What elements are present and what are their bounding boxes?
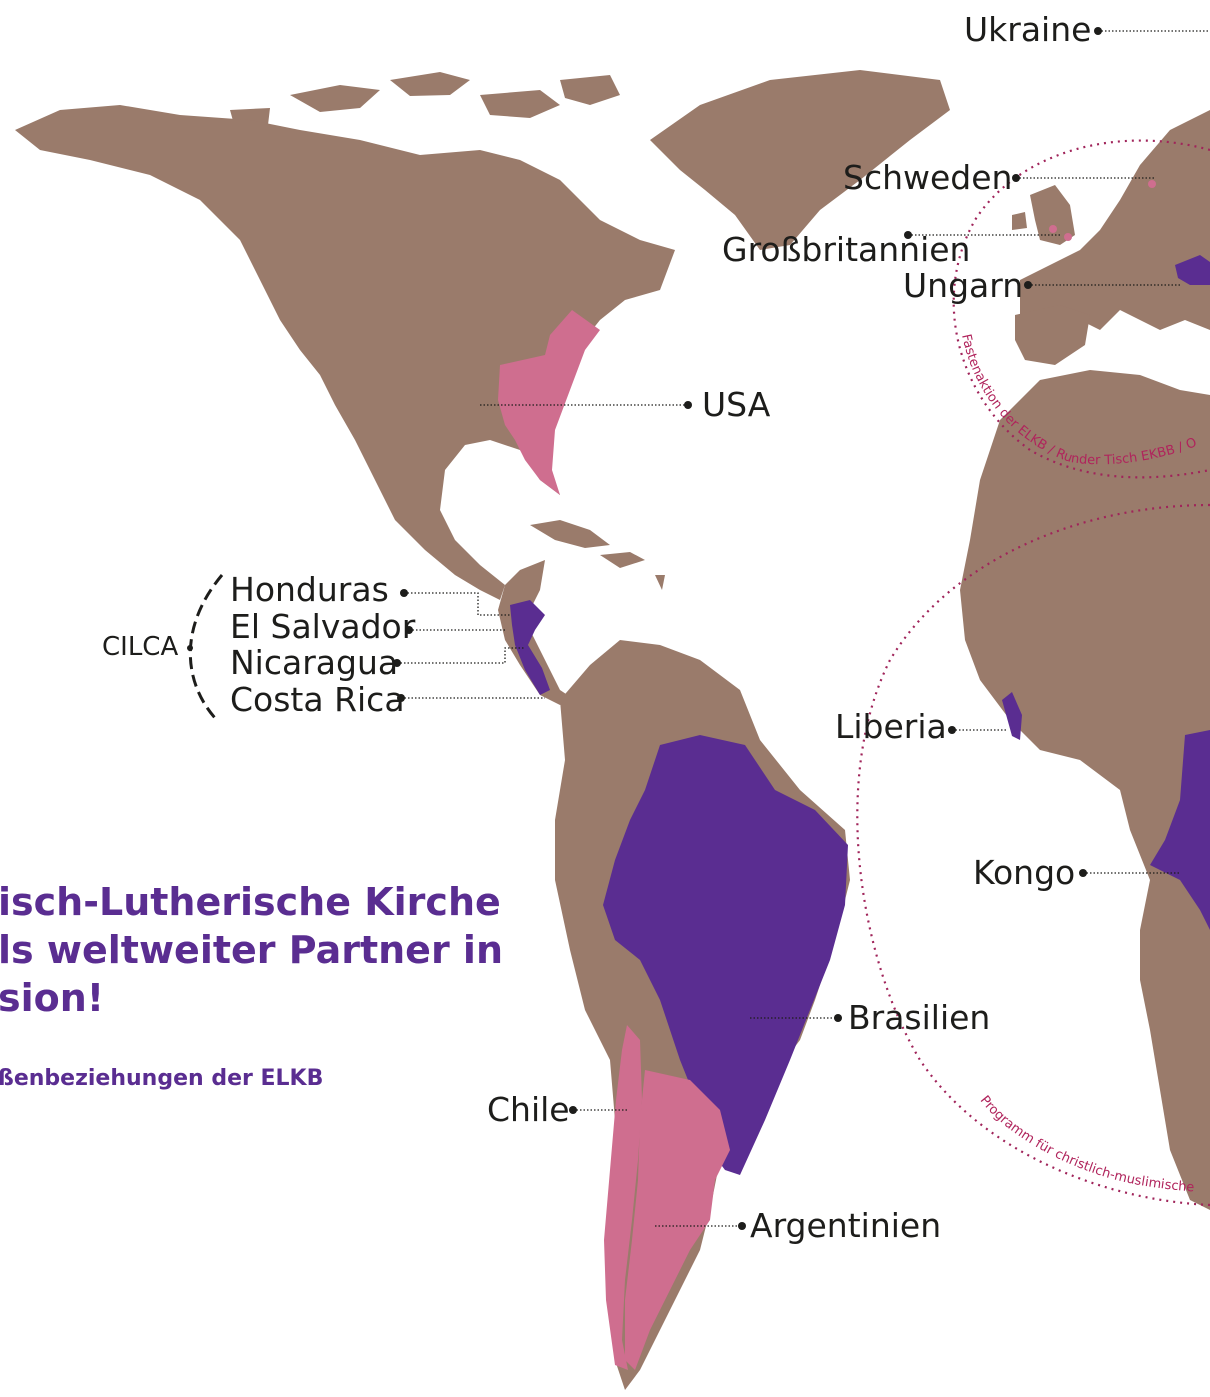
label-usa: USA bbox=[702, 385, 771, 424]
brazil bbox=[603, 735, 848, 1175]
cilca-label: CILCA bbox=[102, 632, 179, 662]
hungary bbox=[1175, 255, 1210, 285]
caribbean bbox=[530, 520, 665, 590]
label-liberia: Liberia bbox=[835, 707, 947, 746]
central-america-highlight bbox=[510, 600, 550, 695]
label-ukraine: Ukraine bbox=[964, 10, 1092, 49]
label-grossbritannien: Großbritannien bbox=[722, 230, 971, 269]
europe bbox=[1020, 110, 1210, 350]
north-america bbox=[15, 105, 675, 600]
usa-highlight bbox=[498, 310, 600, 495]
label-schweden: Schweden bbox=[843, 158, 1013, 197]
africa bbox=[960, 370, 1210, 1210]
label-brasilien: Brasilien bbox=[848, 998, 991, 1037]
label-argentinien: Argentinien bbox=[750, 1206, 942, 1245]
uk bbox=[1012, 185, 1075, 245]
label-nicaragua: Nicaragua bbox=[230, 643, 399, 682]
label-el-salvador: El Salvador bbox=[230, 607, 416, 646]
leader-dots bbox=[187, 27, 1102, 1230]
greenland bbox=[650, 70, 950, 250]
iberia bbox=[1015, 305, 1090, 365]
leader-lines bbox=[397, 30, 1210, 1227]
label-ungarn: Ungarn bbox=[903, 266, 1024, 305]
subtitle: ßenbeziehungen der ELKB bbox=[0, 1066, 324, 1091]
title: isch-Lutherische Kirche ls weltweiter Pa… bbox=[0, 880, 504, 1020]
cilca-bracket bbox=[188, 574, 224, 719]
label-honduras: Honduras bbox=[230, 570, 389, 609]
chile bbox=[604, 1025, 642, 1370]
label-kongo: Kongo bbox=[973, 853, 1076, 892]
liberia-highlight bbox=[1002, 692, 1022, 740]
argentina bbox=[625, 1070, 730, 1370]
arctic-islands bbox=[230, 72, 620, 128]
kongo-highlight bbox=[1150, 730, 1210, 930]
central-america bbox=[498, 560, 575, 705]
label-costa-rica: Costa Rica bbox=[230, 680, 405, 719]
label-chile: Chile bbox=[487, 1090, 570, 1129]
